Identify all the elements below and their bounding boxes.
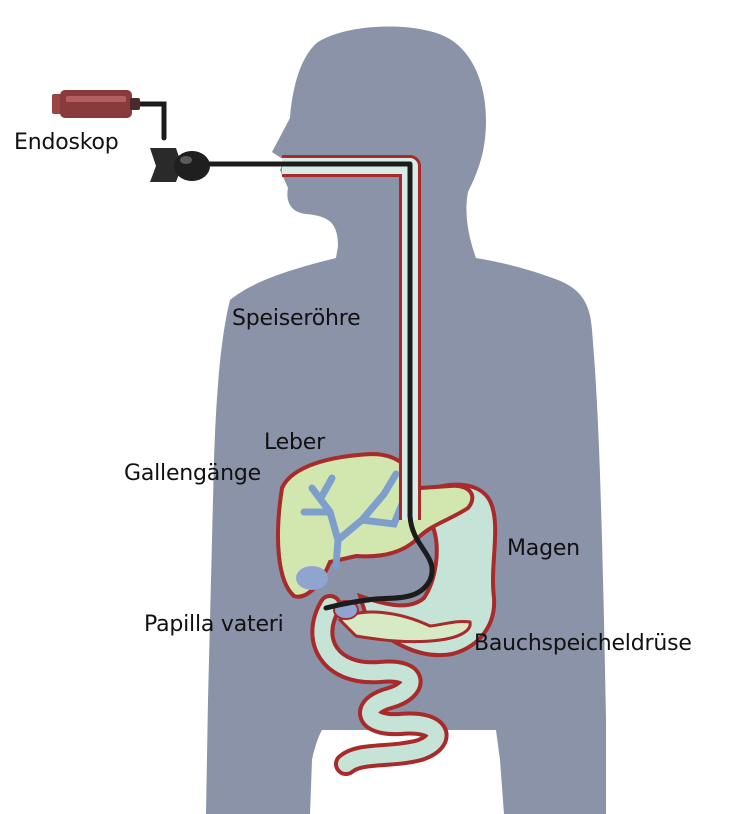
stomach-label: Magen [507, 538, 580, 560]
endoscope-cable [136, 104, 164, 138]
endoscope-label: Endoskop [14, 132, 119, 154]
endoscope-handle [52, 90, 140, 118]
liver-label: Leber [264, 432, 325, 454]
pancreas-label: Bauchspeicheldrüse [474, 633, 692, 655]
endoscope-control [150, 148, 210, 182]
gallbladder [296, 566, 328, 590]
papilla-label: Papilla vateri [144, 614, 284, 636]
bile-ducts-label: Gallengänge [124, 463, 261, 485]
esophagus-label: Speiseröhre [232, 308, 360, 330]
